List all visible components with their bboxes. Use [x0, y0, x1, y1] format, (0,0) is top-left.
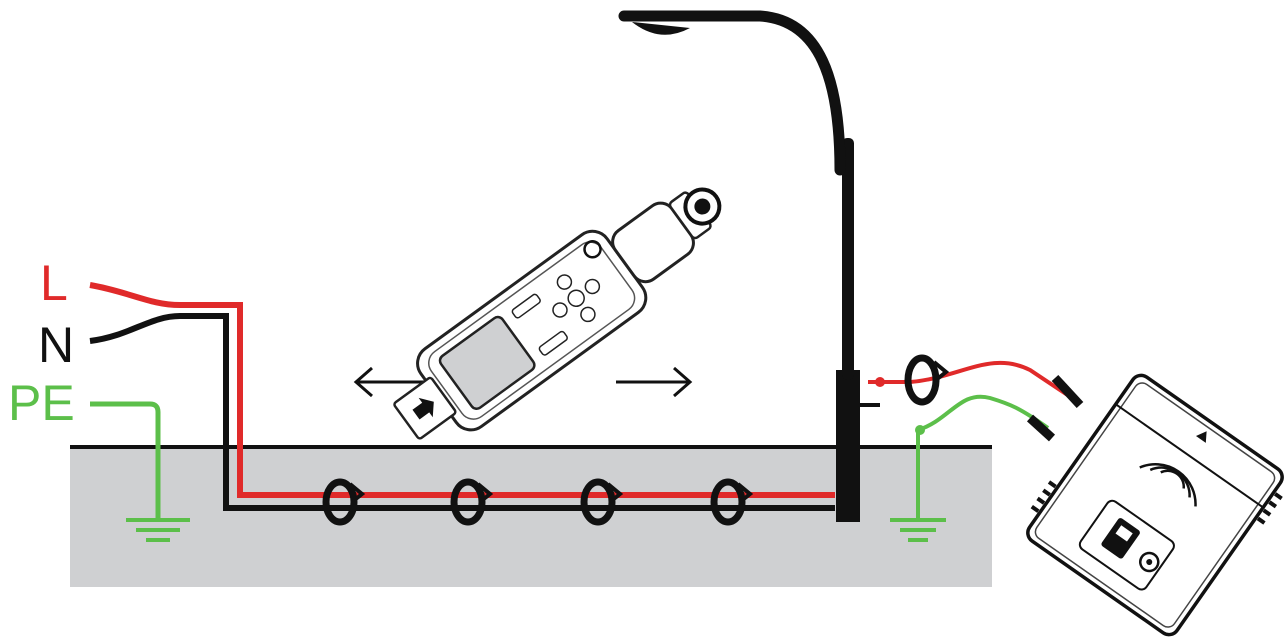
- neutral-label: N: [38, 317, 74, 373]
- green-lead-clip: [915, 425, 925, 435]
- earth-ground-icon: [126, 518, 190, 542]
- current-clamp-icon: [580, 478, 624, 526]
- current-clamp-icon: [322, 478, 366, 526]
- earth-label: PE: [8, 375, 75, 431]
- green-lead-plug: [1026, 414, 1056, 442]
- current-clamp-icon: [904, 354, 950, 406]
- current-clamp-icon: [450, 478, 494, 526]
- arrow-left-icon: [353, 366, 432, 398]
- red-lead-plug: [1051, 374, 1084, 409]
- neutral-wire: [89, 313, 835, 511]
- arrow-right-icon: [616, 366, 693, 398]
- red-lead-clip: [875, 377, 885, 387]
- transmitter-red-lead: [868, 360, 1077, 402]
- transmitter-green-lead: [917, 394, 1050, 432]
- current-clamp-icon: [710, 478, 754, 526]
- earth-ground-icon: [890, 518, 946, 542]
- street-lamp-icon: [618, 10, 880, 522]
- signal-transmitter-icon: [1026, 373, 1284, 637]
- live-wire: [89, 282, 835, 498]
- cable-tracer-receiver-icon: [393, 187, 722, 440]
- live-label: L: [40, 255, 68, 311]
- earth-wire: [90, 401, 161, 520]
